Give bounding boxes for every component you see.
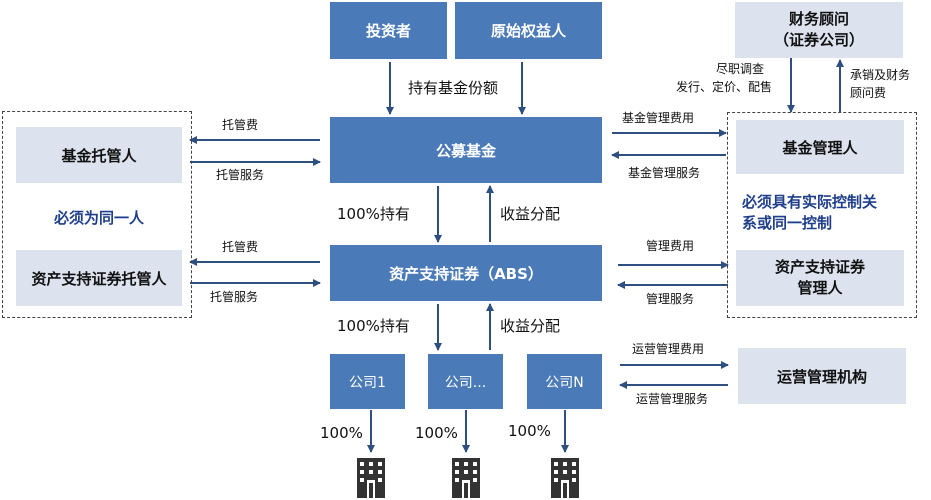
advisor-line-2: （证券公司） bbox=[773, 31, 864, 49]
hold-fund-share-label: 持有基金份额 bbox=[408, 79, 499, 97]
control-note-line-2: 系或同一控制 bbox=[742, 214, 833, 232]
fund-manager-box: 基金管理人 bbox=[736, 120, 904, 174]
advisor-box: 财务顾问 （证券公司） bbox=[735, 2, 903, 58]
due-diligence-label-1: 尽职调查 bbox=[716, 62, 765, 76]
pct-label-2: 100% bbox=[415, 424, 458, 442]
advisor-line-1: 财务顾问 bbox=[788, 10, 849, 28]
building-icon bbox=[551, 458, 579, 498]
company-dots-box: 公司... bbox=[428, 354, 503, 409]
hold-100-label-1: 100%持有 bbox=[337, 205, 410, 223]
investor-box: 投资者 bbox=[330, 2, 447, 59]
abs-manager-line-1: 资产支持证券 bbox=[774, 258, 865, 276]
fund-mgmt-fee-label: 基金管理费用 bbox=[622, 111, 695, 125]
ops-org-box: 运营管理机构 bbox=[738, 348, 906, 404]
company-1-box: 公司1 bbox=[330, 354, 405, 409]
custodian-group-border bbox=[2, 111, 192, 318]
building-icon bbox=[357, 458, 385, 498]
original-holder-box: 原始权益人 bbox=[455, 2, 602, 59]
pct-label-3: 100% bbox=[508, 422, 551, 440]
abs-custodian-box: 资产支持证券托管人 bbox=[16, 250, 182, 306]
control-note: 必须具有实际控制关 系或同一控制 bbox=[742, 192, 912, 234]
custody-service-label-1: 托管服务 bbox=[216, 168, 265, 182]
abs-manager-box: 资产支持证券 管理人 bbox=[736, 250, 904, 306]
manager-group-border bbox=[727, 112, 917, 318]
underwrite-label-1: 承销及财务 bbox=[850, 68, 911, 82]
fund-mgmt-service-label: 基金管理服务 bbox=[628, 166, 701, 180]
building-icon bbox=[452, 458, 480, 498]
mgmt-service-label: 管理服务 bbox=[646, 292, 695, 306]
income-dist-label-1: 收益分配 bbox=[500, 205, 561, 223]
custody-fee-label-1: 托管费 bbox=[222, 118, 259, 132]
abs-box: 资产支持证券（ABS） bbox=[330, 245, 602, 301]
custody-fee-label-2: 托管费 bbox=[222, 240, 259, 254]
ops-mgmt-fee-label: 运营管理费用 bbox=[632, 342, 705, 356]
mgmt-fee-label: 管理费用 bbox=[646, 239, 695, 253]
due-diligence-label-2: 发行、定价、配售 bbox=[676, 80, 773, 94]
abs-manager-line-2: 管理人 bbox=[797, 279, 843, 297]
control-note-line-1: 必须具有实际控制关 bbox=[742, 193, 878, 211]
company-n-box: 公司N bbox=[527, 354, 602, 409]
fund-custodian-box: 基金托管人 bbox=[16, 127, 182, 183]
custody-service-label-2: 托管服务 bbox=[210, 290, 259, 304]
ops-mgmt-service-label: 运营管理服务 bbox=[636, 392, 709, 406]
pct-label-1: 100% bbox=[320, 424, 363, 442]
hold-100-label-2: 100%持有 bbox=[337, 317, 410, 335]
same-person-note: 必须为同一人 bbox=[53, 209, 144, 227]
income-dist-label-2: 收益分配 bbox=[500, 317, 561, 335]
public-fund-box: 公募基金 bbox=[330, 117, 602, 183]
underwrite-label-2: 顾问费 bbox=[850, 86, 887, 100]
